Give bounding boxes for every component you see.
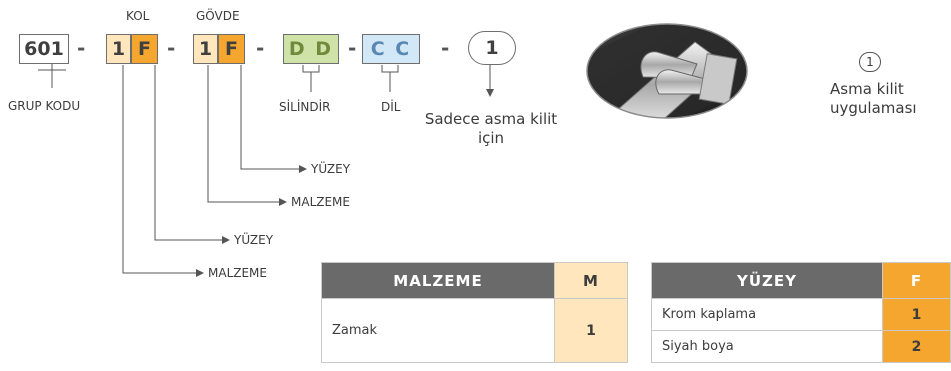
table-row: Siyah boya 2 bbox=[651, 330, 951, 363]
separator-dash: - bbox=[348, 36, 357, 60]
govde-material-box: 1 bbox=[193, 34, 218, 64]
yuzey-row-name: Krom kaplama bbox=[651, 298, 883, 331]
silindir-box: D D bbox=[283, 34, 339, 64]
table-row: Krom kaplama 1 bbox=[651, 298, 951, 331]
separator-dash: - bbox=[167, 36, 176, 60]
separator-dash: - bbox=[77, 36, 86, 60]
kol-surface-box: F bbox=[131, 34, 158, 64]
yuzey-table-code-header: F bbox=[882, 262, 951, 299]
govde-label: GÖVDE bbox=[196, 9, 240, 23]
govde-surface-box: F bbox=[218, 34, 245, 64]
side-note: Asma kilit uygulaması bbox=[820, 80, 940, 118]
handle-image bbox=[586, 23, 748, 119]
side-note-line2: uygulaması bbox=[830, 99, 917, 117]
kol-material-box: 1 bbox=[106, 34, 131, 64]
malzeme-table-header: MALZEME bbox=[321, 262, 555, 299]
padlock-note-line1: Sadece asma kilit bbox=[424, 110, 558, 128]
grup-kodu-label: GRUP KODU bbox=[8, 99, 81, 113]
yuzey-row-code: 1 bbox=[882, 298, 951, 331]
side-option-circle: 1 bbox=[859, 52, 881, 72]
kol-label: KOL bbox=[126, 9, 150, 23]
malzeme-table: MALZEME M Zamak 1 bbox=[321, 262, 628, 363]
padlock-note: Sadece asma kilit için bbox=[410, 110, 572, 148]
yuzey-table-header: YÜZEY bbox=[651, 262, 883, 299]
malzeme-row-name: Zamak bbox=[321, 298, 555, 363]
malzeme-table-code-header: M bbox=[554, 262, 628, 299]
separator-dash: - bbox=[441, 36, 450, 60]
govde-yuzey-label: YÜZEY bbox=[311, 162, 351, 176]
dil-label: DİL bbox=[381, 100, 401, 114]
silindir-label: SİLİNDİR bbox=[279, 100, 331, 114]
padlock-note-line2: için bbox=[477, 129, 505, 147]
group-code-box: 601 bbox=[19, 34, 69, 64]
connector-lines bbox=[38, 64, 494, 277]
yuzey-row-name: Siyah boya bbox=[651, 330, 883, 363]
side-note-line1: Asma kilit bbox=[830, 80, 904, 98]
separator-dash: - bbox=[256, 36, 265, 60]
malzeme-row-code: 1 bbox=[554, 298, 628, 363]
yuzey-row-code: 2 bbox=[882, 330, 951, 363]
kol-yuzey-label: YÜZEY bbox=[234, 233, 274, 247]
table-row: Zamak 1 bbox=[321, 298, 628, 363]
option-box: 1 bbox=[468, 31, 516, 65]
govde-malzeme-label: MALZEME bbox=[291, 195, 350, 209]
yuzey-table: YÜZEY F Krom kaplama 1 Siyah boya 2 bbox=[651, 262, 951, 363]
dil-box: C C bbox=[362, 34, 420, 64]
kol-malzeme-label: MALZEME bbox=[208, 266, 267, 280]
